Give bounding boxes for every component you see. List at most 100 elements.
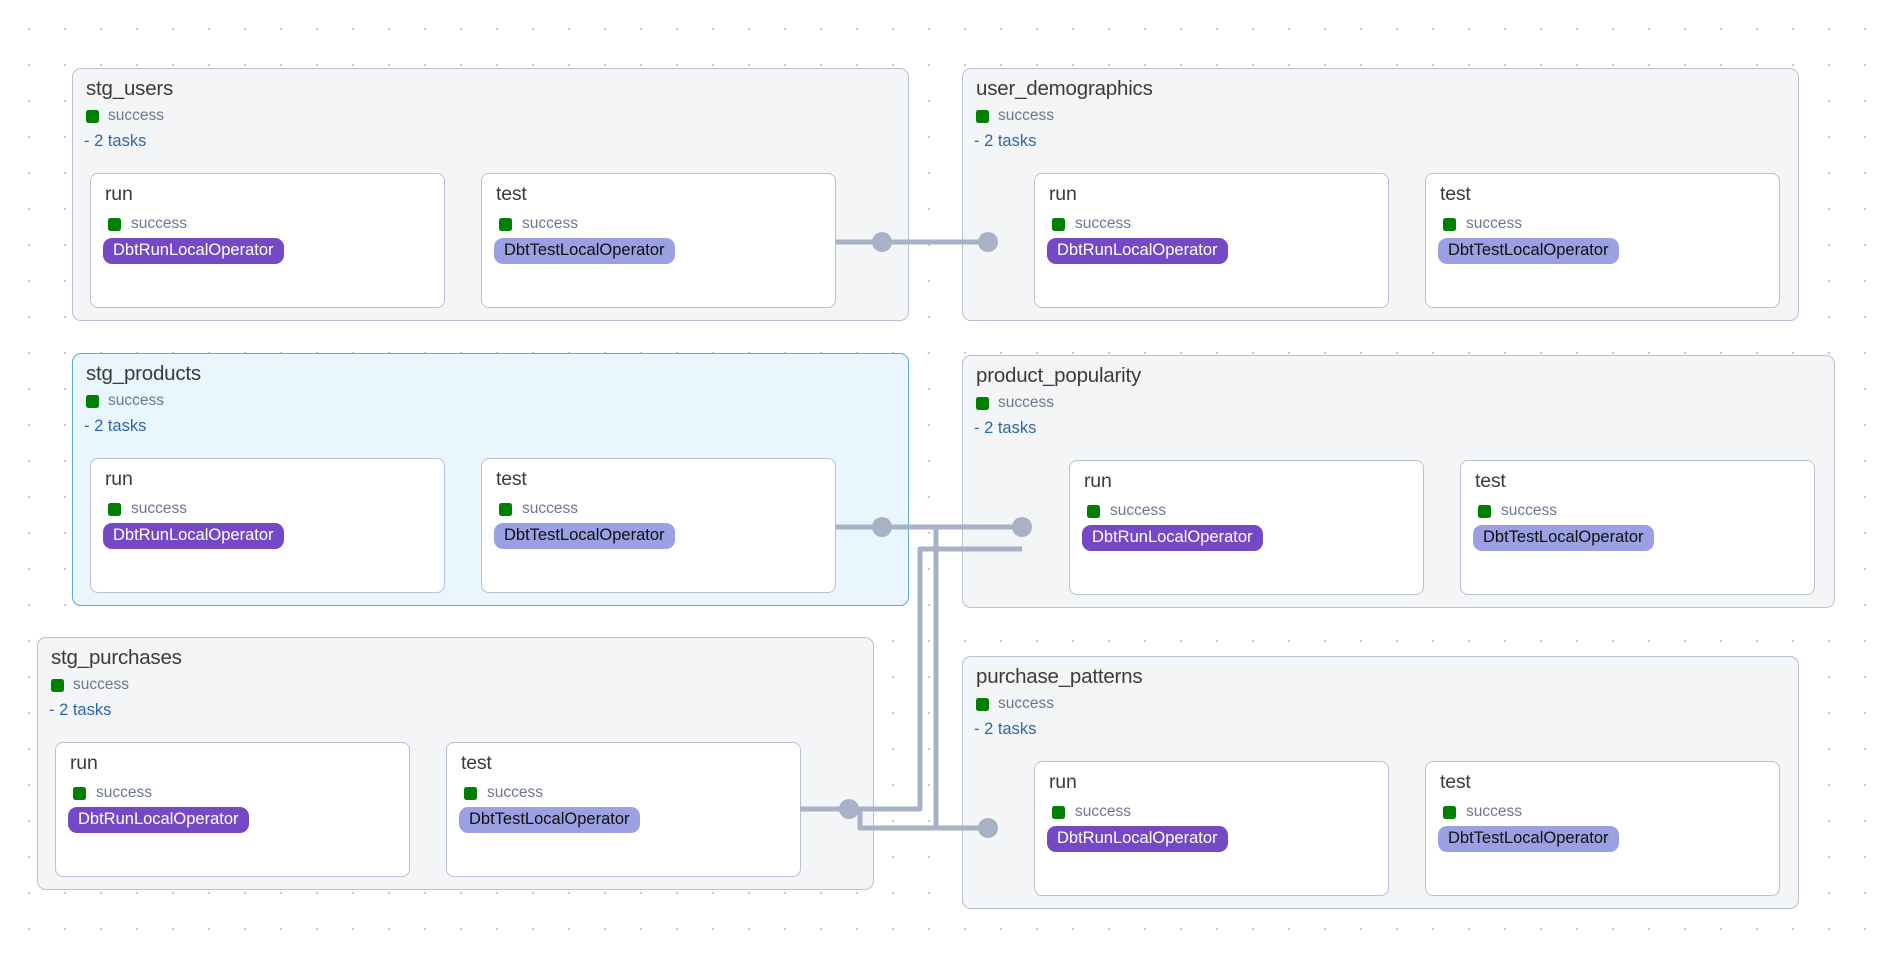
group-status-badge: success — [976, 695, 1054, 713]
task-title: run — [70, 752, 98, 774]
task-status-badge: success — [1052, 803, 1131, 821]
task-title: test — [461, 752, 492, 774]
operator-badge: DbtTestLocalOperator — [1438, 826, 1619, 853]
task-status-badge: success — [1052, 215, 1131, 233]
task-node-run[interactable]: run success DbtRunLocalOperator — [55, 742, 410, 877]
success-swatch-icon — [976, 697, 989, 711]
task-status-badge: success — [73, 784, 152, 802]
task-node-run[interactable]: run success DbtRunLocalOperator — [1034, 173, 1389, 308]
task-status-label: success — [487, 784, 543, 801]
task-node-test[interactable]: test success DbtTestLocalOperator — [481, 458, 836, 593]
task-status-badge: success — [1478, 502, 1557, 520]
group-tasks-toggle[interactable]: - 2 tasks — [974, 419, 1037, 437]
operator-badge: DbtTestLocalOperator — [494, 523, 675, 550]
operator-badge: DbtRunLocalOperator — [1047, 238, 1228, 265]
group-status-badge: success — [51, 676, 129, 694]
success-swatch-icon — [464, 786, 477, 800]
success-swatch-icon — [51, 678, 64, 692]
task-title: run — [1084, 470, 1112, 492]
operator-badge: DbtRunLocalOperator — [1047, 826, 1228, 853]
task-status-label: success — [522, 500, 578, 517]
group-title: stg_purchases — [51, 646, 182, 669]
task-group-product-popularity[interactable]: product_popularity success - 2 tasks run… — [962, 355, 1835, 608]
task-node-run[interactable]: run success DbtRunLocalOperator — [1069, 460, 1424, 595]
group-title: stg_users — [86, 77, 174, 100]
task-status-label: success — [1466, 803, 1522, 820]
task-status-label: success — [1075, 803, 1131, 820]
task-status-label: success — [96, 784, 152, 801]
group-tasks-toggle[interactable]: - 2 tasks — [49, 701, 112, 719]
task-node-test[interactable]: test success DbtTestLocalOperator — [1425, 761, 1780, 896]
group-status-label: success — [108, 107, 164, 124]
success-swatch-icon — [1052, 805, 1065, 819]
operator-badge: DbtTestLocalOperator — [1438, 238, 1619, 265]
task-node-run[interactable]: run success DbtRunLocalOperator — [1034, 761, 1389, 896]
task-status-badge: success — [108, 215, 187, 233]
task-node-test[interactable]: test success DbtTestLocalOperator — [1460, 460, 1815, 595]
task-status-label: success — [1501, 502, 1557, 519]
operator-badge: DbtRunLocalOperator — [103, 523, 284, 550]
group-status-label: success — [73, 676, 129, 693]
task-node-test[interactable]: test success DbtTestLocalOperator — [446, 742, 801, 877]
success-swatch-icon — [499, 502, 512, 516]
task-group-user-demographics[interactable]: user_demographics success - 2 tasks run … — [962, 68, 1799, 321]
task-group-stg-users[interactable]: stg_users success - 2 tasks run success … — [72, 68, 909, 321]
task-node-test[interactable]: test success DbtTestLocalOperator — [481, 173, 836, 308]
operator-badge: DbtTestLocalOperator — [459, 807, 640, 834]
task-group-stg-products[interactable]: stg_products success - 2 tasks run succe… — [72, 353, 909, 606]
task-title: test — [1440, 183, 1471, 205]
task-status-label: success — [131, 500, 187, 517]
group-tasks-toggle[interactable]: - 2 tasks — [974, 132, 1037, 150]
task-title: run — [1049, 771, 1077, 793]
task-status-label: success — [131, 215, 187, 232]
success-swatch-icon — [1443, 217, 1456, 231]
task-title: test — [496, 183, 527, 205]
group-status-badge: success — [86, 392, 164, 410]
task-status-badge: success — [499, 500, 578, 518]
task-status-badge: success — [1443, 215, 1522, 233]
success-swatch-icon — [1478, 504, 1491, 518]
group-tasks-toggle[interactable]: - 2 tasks — [84, 417, 147, 435]
group-status-label: success — [998, 394, 1054, 411]
operator-badge: DbtTestLocalOperator — [1473, 525, 1654, 552]
task-status-label: success — [1466, 215, 1522, 232]
task-status-badge: success — [499, 215, 578, 233]
task-title: test — [1440, 771, 1471, 793]
group-status-badge: success — [976, 394, 1054, 412]
task-title: test — [1475, 470, 1506, 492]
group-status-label: success — [108, 392, 164, 409]
task-status-label: success — [522, 215, 578, 232]
task-node-run[interactable]: run success DbtRunLocalOperator — [90, 458, 445, 593]
task-status-label: success — [1075, 215, 1131, 232]
success-swatch-icon — [73, 786, 86, 800]
operator-badge: DbtTestLocalOperator — [494, 238, 675, 265]
operator-badge: DbtRunLocalOperator — [1082, 525, 1263, 552]
success-swatch-icon — [108, 502, 121, 516]
task-title: run — [1049, 183, 1077, 205]
group-title: product_popularity — [976, 364, 1142, 387]
group-tasks-toggle[interactable]: - 2 tasks — [84, 132, 147, 150]
group-tasks-toggle[interactable]: - 2 tasks — [974, 720, 1037, 738]
group-status-label: success — [998, 695, 1054, 712]
task-status-badge: success — [108, 500, 187, 518]
success-swatch-icon — [1443, 805, 1456, 819]
success-swatch-icon — [976, 109, 989, 123]
group-title: user_demographics — [976, 77, 1153, 100]
success-swatch-icon — [86, 394, 99, 408]
task-group-stg-purchases[interactable]: stg_purchases success - 2 tasks run succ… — [37, 637, 874, 890]
success-swatch-icon — [499, 217, 512, 231]
group-status-label: success — [998, 107, 1054, 124]
group-status-badge: success — [86, 107, 164, 125]
task-node-run[interactable]: run success DbtRunLocalOperator — [90, 173, 445, 308]
task-status-label: success — [1110, 502, 1166, 519]
operator-badge: DbtRunLocalOperator — [103, 238, 284, 265]
group-status-badge: success — [976, 107, 1054, 125]
success-swatch-icon — [86, 109, 99, 123]
task-group-purchase-patterns[interactable]: purchase_patterns success - 2 tasks run … — [962, 656, 1799, 909]
group-title: purchase_patterns — [976, 665, 1143, 688]
task-status-badge: success — [1087, 502, 1166, 520]
task-node-test[interactable]: test success DbtTestLocalOperator — [1425, 173, 1780, 308]
task-title: test — [496, 468, 527, 490]
task-status-badge: success — [1443, 803, 1522, 821]
